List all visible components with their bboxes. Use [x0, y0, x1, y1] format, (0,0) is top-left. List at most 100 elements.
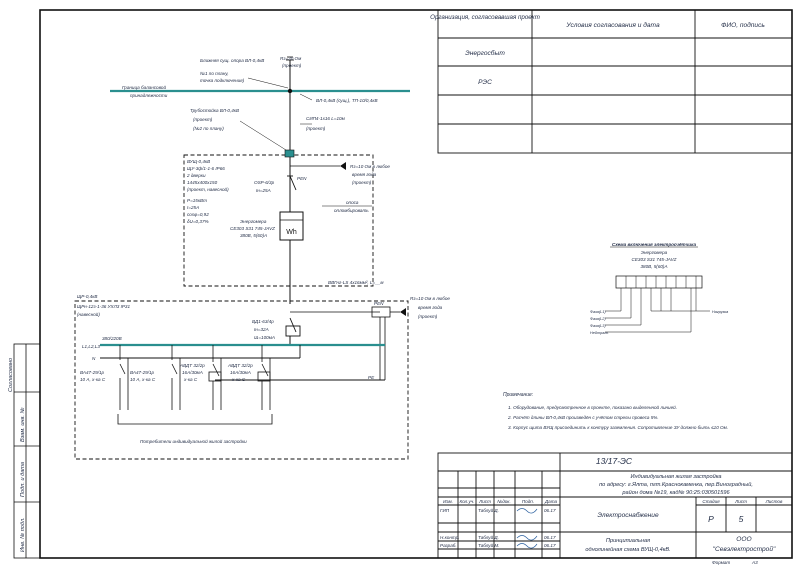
meter-input-l1: Фаза(L1) — [590, 310, 606, 314]
approval-table — [437, 9, 793, 154]
label-pen: PEN — [297, 176, 307, 181]
label-pen2: PEN — [374, 301, 384, 306]
meter-input-l3: Фаза(L3) — [590, 324, 606, 328]
approval-row-energosbyt: Энергосбыт — [465, 49, 505, 57]
label-boundary1: Граница балансовой — [122, 84, 166, 90]
object-line2: по адресу: г.Ялта, пгт.Краснокаменка, пе… — [599, 481, 753, 488]
label-q2: ВА47-29/1р — [130, 370, 155, 375]
left-margin-stamps — [13, 343, 41, 559]
tb-header-sheet: Лист — [478, 499, 491, 504]
tb-role-gip: ГИП — [440, 508, 450, 513]
tb-format-label: Формат — [712, 560, 730, 565]
tb-company1: ООО — [736, 536, 751, 543]
breaker-osp-symbol — [287, 175, 297, 191]
main-schematic: Ближняя сущ. опора ВЛ-0,4кВ №1 по плану,… — [74, 56, 450, 460]
label-seal1: опоса — [346, 200, 359, 205]
label-q1: ВА47-29/1р — [80, 370, 105, 375]
label-meter1: Энергомера — [240, 219, 267, 224]
tb-format: А3 — [751, 560, 758, 565]
label-cabinet3: 2 дверки — [186, 173, 206, 178]
signature-nkontr — [516, 535, 538, 541]
label-shield1: ЩР-0,4кВ — [77, 294, 97, 299]
tb-section: Электроснабжение — [597, 511, 659, 519]
label-pole-ref1: №1 по плану, — [200, 71, 229, 76]
title-block — [437, 452, 793, 559]
label-consumers: Потребители индивидуальной жилой застрой… — [140, 438, 247, 444]
label-phases: L1,L2,L3 — [82, 344, 100, 349]
meter-terminal-block — [615, 275, 703, 289]
label-pole-existing: Ближняя сущ. опора ВЛ-0,4кВ — [200, 58, 264, 63]
circuit-q4 — [257, 345, 271, 410]
label-rcd2: Iн=32А — [254, 327, 269, 332]
note-2: 2. Расчёт длины ВЛ-0,4кВ произведён с уч… — [507, 415, 659, 420]
tb-company2: "Севэлектрострой" — [713, 545, 776, 553]
stamp-inv-original: Инв. № подл. — [20, 517, 26, 552]
circuit-q2 — [171, 345, 181, 410]
signature-razrab — [516, 543, 538, 549]
tb-date-nkontr: 06.17 — [544, 535, 556, 540]
label-vl-line: ВЛ-0,4кВ (сущ.), ТП-10/0,4кВ — [316, 98, 378, 103]
label-cabinet1: ВУЩ-0,4кВ — [187, 159, 210, 164]
approval-header-name: ФИО, подпись — [721, 21, 765, 29]
meter-terminals — [605, 276, 710, 333]
label-pole-ref2: точка подключения) — [200, 78, 245, 83]
tb-name-razrab: Таблуй М. — [478, 542, 500, 548]
circuit-q1 — [119, 345, 129, 410]
label-shield3: (навесной) — [77, 311, 100, 317]
cabinet-entry-marker — [284, 149, 295, 158]
tb-date-gip: 06.17 — [544, 508, 556, 513]
meter-connection-scheme: Схема включения электросчётчика Энергоме… — [590, 242, 728, 335]
cabinet-vusch-outline — [183, 154, 374, 287]
tb-drawing2: однолинейная схема ВУЩ-0,4кВ. — [585, 546, 670, 553]
tb-name-gip: Таблуй Д. — [478, 507, 499, 513]
label-calc3: cosφ=0,92 — [187, 212, 209, 217]
label-rcd3: IΔ=100мА — [254, 335, 275, 340]
approval-header-org: Организация, согласовавшая проект — [430, 14, 540, 21]
label-q3c: х-ка С — [183, 377, 198, 382]
connection-node — [287, 88, 293, 94]
notes-section: Примечание: 1. Оборудование, предусмотре… — [503, 392, 728, 430]
label-bus-voltage: 380/220В — [102, 336, 122, 341]
tb-drawing1: Принципиальная — [606, 538, 650, 544]
label-q3: АВДТ 32/2р — [179, 363, 205, 368]
label-q4: АВДТ 32/2р — [227, 363, 253, 368]
stamp-sign-date: Подп. и дата — [20, 462, 26, 497]
tb-date-razrab: 06.17 — [544, 543, 556, 548]
meter-scheme-sub1: Энергомера — [641, 250, 668, 255]
label-riser3: (№2 по плану) — [193, 126, 224, 131]
label-rz2-3: (проект) — [418, 314, 438, 319]
meter-input-l2: Фаза(L2) — [590, 317, 606, 321]
circuit-q3 — [208, 345, 222, 410]
tb-header-date: Дата — [544, 499, 558, 504]
label-q4b: 16А/30мА — [230, 370, 251, 375]
tb-name-nkontr: Таблуй Д. — [478, 534, 499, 540]
label-rz-top: Rз=30 Ом — [280, 56, 302, 61]
label-calc4: δU=0,37% — [187, 219, 209, 224]
label-rz2-1: Rз=10 Ом в любое — [410, 296, 450, 301]
project-code: 13/17-ЭС — [596, 456, 633, 466]
signature-gip — [516, 508, 538, 514]
meter-scheme-title: Схема включения электросчётчика — [612, 242, 697, 247]
tb-header-change: Изм. — [443, 499, 453, 504]
meter-symbol: Wh — [286, 229, 297, 236]
meter-box — [279, 211, 304, 241]
label-seal2: опломбировать — [334, 208, 369, 213]
label-meter3: 380В, 5(60)А — [240, 233, 267, 238]
approval-row-res: РЭС — [478, 79, 492, 86]
label-riser2: (проект) — [193, 117, 213, 122]
tb-role-nkontr: Н.контр. — [440, 535, 459, 540]
meter-scheme-sub3: 380В, 5(60)А — [640, 264, 667, 269]
notes-title: Примечание: — [503, 392, 534, 398]
meter-scheme-sub2: CE303 S31 745-JAVZ — [632, 257, 677, 262]
label-cabinet4: 1445х400х150 — [187, 180, 218, 185]
label-breaker2: Iн=25А — [256, 188, 271, 193]
label-rz-top2: (проект) — [282, 63, 302, 68]
meter-load: Нагрузка — [712, 310, 728, 314]
consumers-bracket — [117, 414, 273, 425]
ground-arrow-icon — [340, 162, 346, 170]
label-rcd1: ВД1-63/4р — [252, 319, 274, 324]
tb-header-doc: №док. — [497, 499, 511, 504]
shield-shr-outline — [74, 300, 409, 460]
